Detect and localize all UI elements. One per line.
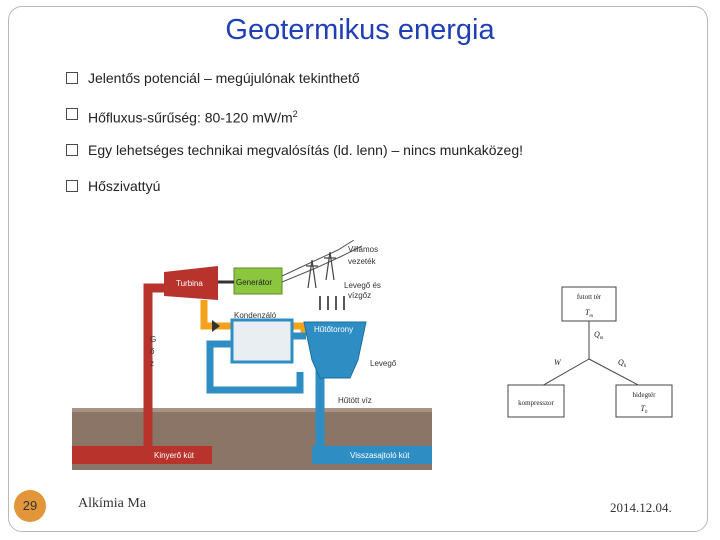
arrow-line [588, 358, 643, 388]
condenser-box [230, 318, 294, 364]
slide-frame [8, 6, 708, 532]
turbine-shape [164, 266, 218, 300]
compressor-box [507, 384, 565, 418]
label-villamos: Villamos [348, 245, 378, 254]
steam-pipe [143, 283, 168, 450]
bullet-text: Jelentős potenciál – megújulónak tekinth… [88, 70, 360, 86]
q-m-label: Qm [594, 330, 604, 341]
compressor-label: kompresszor [518, 399, 554, 407]
label-hutotorony: Hűtőtorony [314, 325, 353, 334]
tower-arrows [319, 296, 345, 310]
power-line [281, 240, 355, 277]
checkbox-bullet-icon [66, 180, 78, 192]
cooling-tower [303, 321, 367, 379]
injection-well-bar [312, 446, 432, 464]
label-goz-z: z [150, 359, 154, 368]
generator-box [233, 267, 283, 295]
checkbox-bullet-icon [66, 144, 78, 156]
bullet-item: Hőszivattyú [66, 176, 523, 212]
label-goz-o: ő [150, 347, 155, 356]
label-generator: Generátor [236, 278, 272, 287]
production-well-bar [72, 446, 212, 464]
label-hutott-viz: Hűtött víz [338, 396, 372, 405]
label-vezetek: vezeték [348, 257, 377, 266]
footer-date: 2014.12.04. [610, 500, 672, 515]
heat-pump-cycle-diagram: futott tér Tm Qm W Qh kompresszor hidegt… [507, 286, 673, 418]
w-label: W [554, 358, 562, 367]
cooling-pipe [206, 340, 304, 394]
footer-left-text: Alkímia Ma [78, 496, 147, 511]
bullet-item: Jelentős potenciál – megújulónak tekinth… [66, 68, 523, 104]
hot-space-label: futott tér [577, 293, 602, 301]
condensate-arrow [212, 320, 220, 332]
cold-space-box [615, 384, 673, 418]
checkbox-bullet-icon [66, 72, 78, 84]
pylon [324, 251, 336, 281]
geothermal-plant-diagram: Villamos vezeték Turbina Generátor Leveg… [72, 240, 432, 470]
label-turbina: Turbina [176, 279, 203, 288]
label-visszasajtolo-kut: Visszasajtoló kút [350, 451, 410, 460]
checkbox-bullet-icon [66, 108, 78, 120]
q-h-label: Qh [618, 358, 627, 369]
bullet-item: Hőfluxus-sűrűség: 80-120 mW/m2 [66, 104, 523, 140]
label-kondenzalo: Kondenzáló [234, 311, 277, 320]
bullet-text: Egy lehetséges technikai megvalósítás (l… [88, 142, 524, 158]
arrow-line [539, 358, 590, 388]
bullet-item: Egy lehetséges technikai megvalósítás (l… [66, 140, 523, 176]
bullet-list: Jelentős potenciál – megújulónak tekinth… [66, 68, 523, 212]
slide-title: Geotermikus energia [225, 14, 495, 46]
cold-space-temp: Th [641, 404, 648, 415]
label-levego: Levegő [370, 359, 397, 368]
cold-space-label: hidegtér [633, 391, 657, 399]
label-levego-es: Levegő és [344, 281, 381, 290]
pylon [306, 259, 318, 289]
ground-top [72, 408, 432, 412]
superscript: 2 [292, 109, 298, 119]
label-vizgoz: vízgőz [348, 291, 371, 300]
label-goz-g: G [150, 335, 156, 344]
page-number-badge: 29 [14, 490, 46, 522]
label-kinyero-kut: Kinyerő kút [154, 451, 195, 460]
hot-space-temp: Tm [585, 308, 593, 319]
bullet-text: Hőfluxus-sűrűség: 80-120 mW/m [88, 109, 293, 126]
bullet-text: Hőszivattyú [88, 178, 161, 194]
